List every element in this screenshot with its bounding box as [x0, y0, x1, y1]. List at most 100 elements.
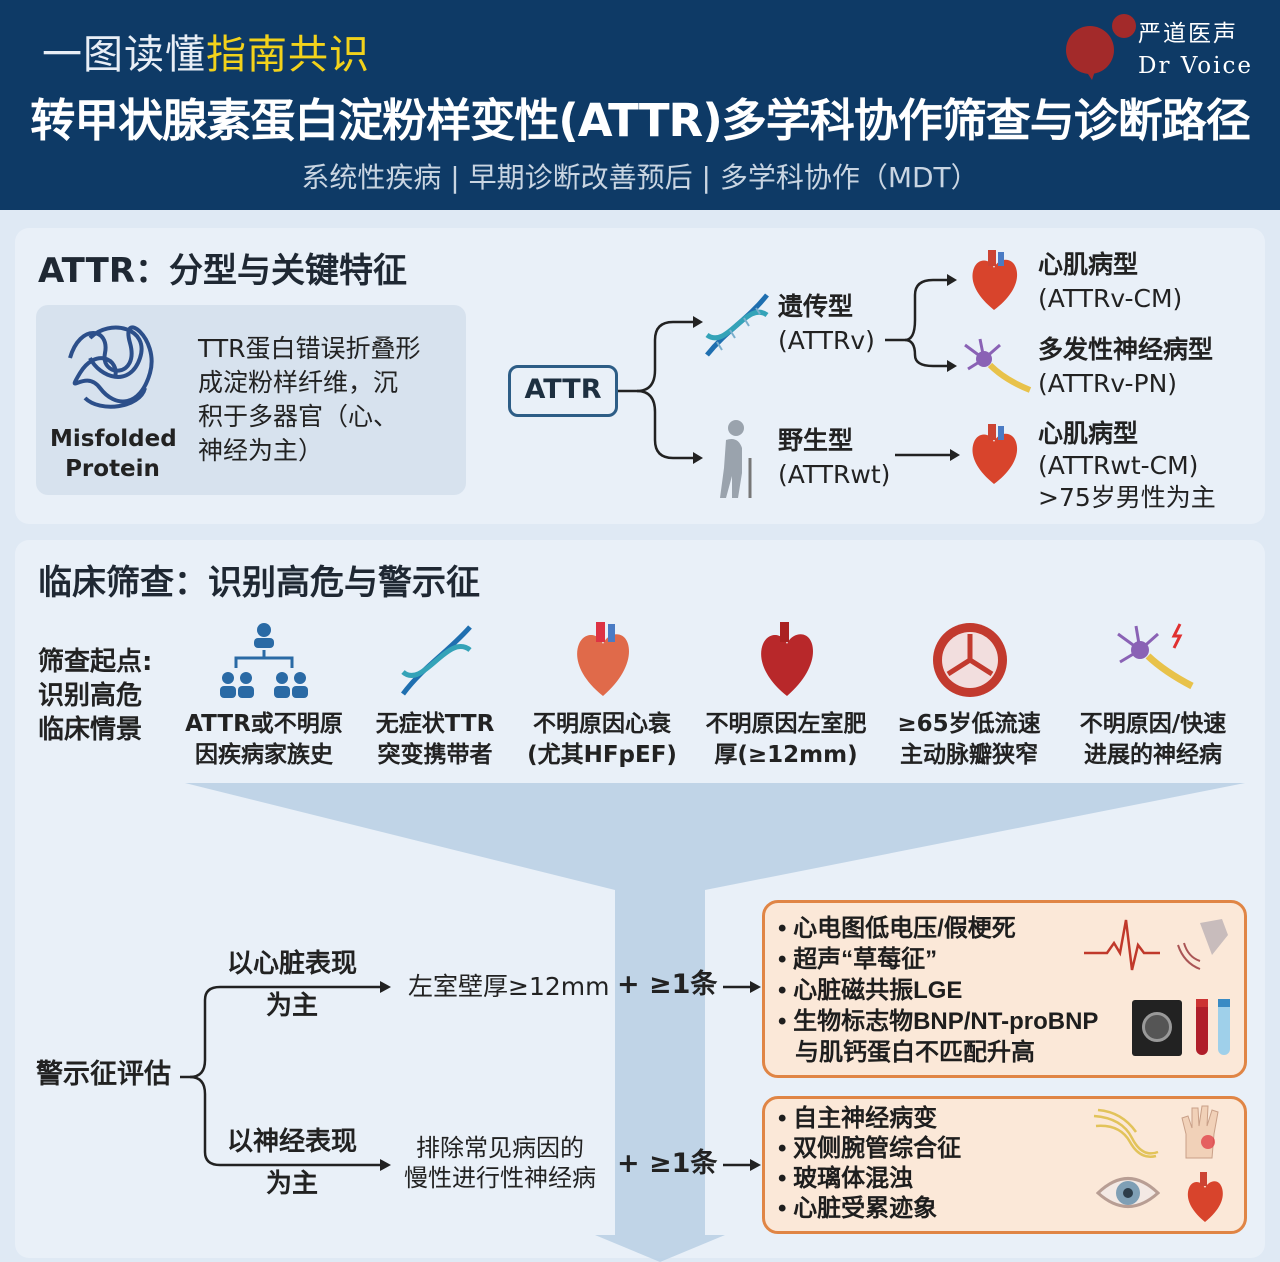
dna-icon [400, 625, 472, 696]
subtype-name: 多发性神经病型 [1038, 335, 1214, 364]
kicker-plain: 一图读懂 [42, 32, 206, 78]
ultrasound-probe-icon [1177, 919, 1228, 970]
logo-icon [1066, 14, 1136, 80]
criterion-heart-failure: 不明原因心衰(尤其HFpEF) [512, 709, 692, 771]
list-item-text: 心脏受累迹象 [793, 1195, 938, 1222]
hand-wrist-icon [1181, 1105, 1219, 1159]
cardiac-branch-label: 以心脏表现为主 [212, 943, 372, 1027]
list-item-text: 心脏磁共振LGE [793, 977, 963, 1004]
branch-line: 为主 [265, 1169, 318, 1199]
list-item: • 双侧腕管综合征 [778, 1135, 962, 1162]
cardiac-condition: 左室壁厚≥12mm [408, 972, 610, 1001]
description-line: 神经为主） [198, 436, 324, 465]
neuro-branch-label: 以神经表现为主 [212, 1121, 372, 1205]
criterion-line: 不明原因/快速 [1079, 711, 1227, 737]
page-title: 转甲状腺素蛋白淀粉样变性(ATTR)多学科协作筛查与诊断路径 [30, 94, 1251, 147]
neuro-condition: 排除常见病因的慢性进行性神经病 [400, 1133, 600, 1193]
list-item-text: 双侧腕管综合征 [793, 1135, 962, 1162]
nerve-fibers-icon [1093, 1108, 1159, 1158]
hereditary-name: 遗传型 [778, 292, 854, 321]
cardiac-plus: + ≥1条 [617, 969, 718, 1000]
list-item: 与肌钙蛋白不匹配升高 [778, 1037, 1098, 1068]
heart-icon [972, 250, 1018, 310]
aortic-valve-icon [933, 623, 1007, 697]
subtype-note: >75岁男性为主 [1038, 483, 1216, 512]
attrv-pn-node: 多发性神经病型 (ATTRv-PN) [1038, 333, 1213, 401]
criterion-line: 因疾病家族史 [195, 742, 333, 768]
hereditary-code: (ATTRv) [778, 326, 875, 355]
logo-cn: 严道医声 [1138, 21, 1238, 47]
neuron-icon [964, 338, 1032, 393]
header-banner: 一图读懂指南共识 转甲状腺素蛋白淀粉样变性(ATTR)多学科协作筛查与诊断路径 … [0, 0, 1280, 210]
subtype-name: 心肌病型 [1038, 419, 1139, 448]
classification-connectors [618, 274, 960, 464]
wildtype-code: (ATTRwt) [778, 460, 891, 489]
criterion-line: 无症状TTR [375, 711, 495, 737]
attrwt-cm-node: 心肌病型 (ATTRwt-CM) >75岁男性为主 [1038, 418, 1216, 514]
criterion-line: 厚(≥12mm) [714, 742, 858, 768]
heart-icon [577, 622, 629, 696]
criterion-line: ATTR或不明原 [185, 711, 343, 737]
list-item-text: 玻璃体混浊 [793, 1165, 914, 1192]
branch-line: 为主 [265, 991, 318, 1021]
criterion-line: 不明原因左室肥 [705, 711, 867, 737]
list-item-text: 生物标志物BNP/NT-proBNP [793, 1008, 1099, 1035]
dna-icon [705, 293, 769, 357]
warning-eval-label: 警示征评估 [36, 1059, 171, 1090]
branch-line: 以神经表现 [226, 1127, 357, 1157]
criterion-neuropathy: 不明原因/快速进展的神经病 [1063, 709, 1243, 771]
subtype-code: (ATTRv-CM) [1038, 284, 1183, 313]
criterion-ttr-carrier: 无症状TTR 突变携带者 [345, 709, 525, 771]
list-item-text: 与肌钙蛋白不匹配升高 [795, 1039, 1035, 1066]
attrv-cm-node: 心肌病型 (ATTRv-CM) [1038, 248, 1182, 316]
section2-title: 临床筛查：识别高危与警示征 [38, 563, 480, 603]
start-label-line: 临床情景 [38, 715, 143, 745]
warning-connectors [180, 981, 761, 1171]
list-item: • 超声“草莓征” [778, 946, 938, 973]
list-item: • 心脏受累迹象 [778, 1195, 938, 1222]
subtype-code: (ATTRwt-CM) [1038, 451, 1199, 480]
criterion-line: 不明原因心衰 [533, 711, 671, 737]
kicker: 一图读懂指南共识 [42, 22, 370, 80]
list-item-text: 自主神经病变 [793, 1105, 938, 1132]
wildtype-name: 野生型 [778, 426, 854, 455]
protein-box [36, 305, 466, 495]
eye-icon [1096, 1177, 1160, 1208]
cardiac-signs-list: • 心电图低电压/假梗死 • 超声“草莓征” • 心脏磁共振LGE • 生物标志… [778, 913, 1098, 1068]
misfolded-protein-icon [68, 325, 154, 409]
criterion-line: ≥65岁低流速 [897, 711, 1041, 737]
subtype-code: (ATTRv-PN) [1038, 369, 1178, 398]
subtype-name: 心肌病型 [1038, 250, 1139, 279]
list-item-text: 超声“草莓征” [793, 946, 938, 973]
ecg-icon [1084, 919, 1160, 971]
criterion-line: 突变携带者 [377, 742, 493, 768]
kicker-highlight: 指南共识 [206, 32, 370, 78]
protein-label-line: Misfolded [50, 426, 177, 452]
description-line: 成淀粉样纤维，沉 [198, 368, 399, 397]
list-item: • 生物标志物BNP/NT-proBNP [778, 1008, 1099, 1035]
start-label-line: 筛查起点: [38, 647, 153, 677]
list-item: • 玻璃体混浊 [778, 1165, 914, 1192]
criterion-line: 主动脉瓣狭窄 [900, 742, 1038, 768]
protein-label-line: Protein [65, 456, 160, 482]
hypertrophic-heart-icon [761, 622, 813, 696]
list-item: • 心电图低电压/假梗死 [778, 915, 1016, 942]
heart-icon [972, 424, 1018, 484]
attr-root-node: ATTR [508, 365, 618, 417]
page-subtitle: 系统性疾病 | 早期诊断改善预后 | 多学科协作（MDT） [301, 161, 979, 194]
branch-line: 以心脏表现 [226, 949, 357, 979]
neuron-icon [1117, 623, 1194, 690]
criterion-lvh: 不明原因左室肥厚(≥12mm) [696, 709, 876, 771]
start-label-line: 识别高危 [38, 681, 143, 711]
logo-text: 严道医声 Dr Voice [1138, 18, 1253, 82]
logo-en: Dr Voice [1138, 53, 1253, 79]
description-line: TTR蛋白错误折叠形 [198, 334, 421, 363]
neuro-signs-box [762, 1096, 1247, 1234]
wildtype-node: 野生型 (ATTRwt) [778, 424, 890, 492]
neuro-signs-list: • 自主神经病变 • 双侧腕管综合征 • 玻璃体混浊 • 心脏受累迹象 [778, 1104, 961, 1224]
list-item: • 自主神经病变 [778, 1105, 938, 1132]
criterion-family-history: ATTR或不明原因疾病家族史 [174, 709, 354, 771]
cardiac-mri-image [1132, 1000, 1182, 1056]
list-item-text: 心电图低电压/假梗死 [793, 915, 1016, 942]
